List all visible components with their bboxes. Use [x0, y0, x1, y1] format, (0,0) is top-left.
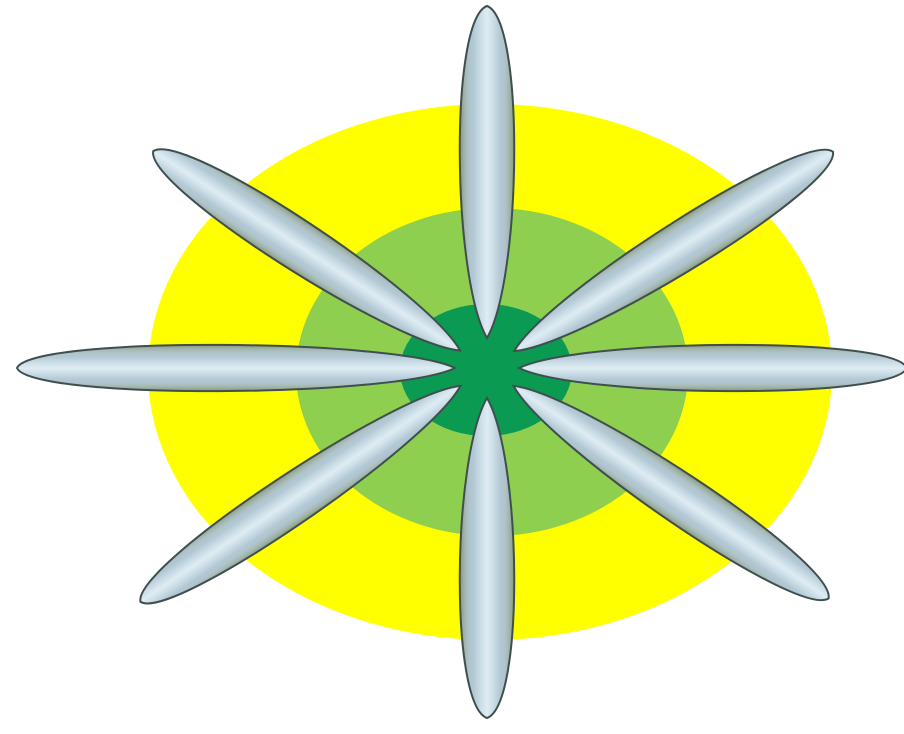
illustration-canvas [0, 0, 904, 734]
flower-burst-illustration [0, 0, 904, 734]
